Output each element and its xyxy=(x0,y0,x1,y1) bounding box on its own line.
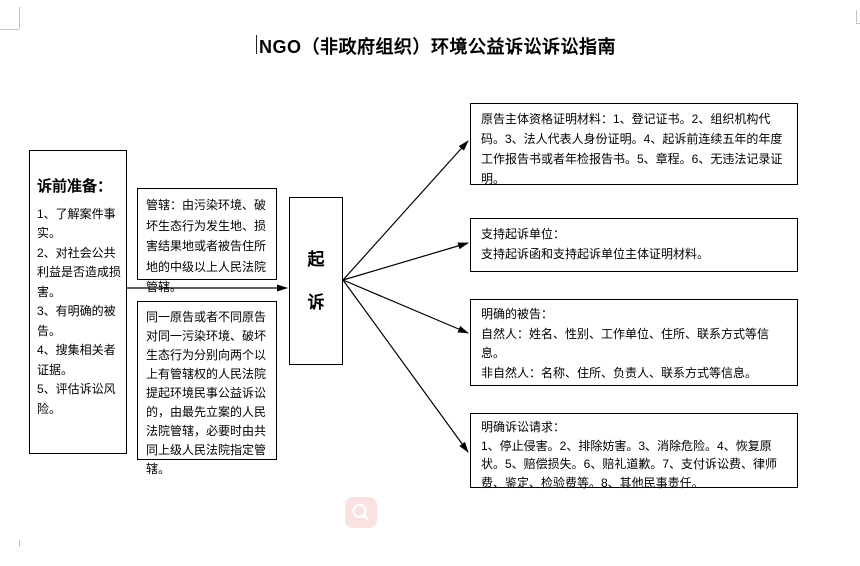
plaintiff-qualification-box[interactable]: 原告主体资格证明材料：1、登记证书。2、组织机构代码。3、法人代表人身份证明。4… xyxy=(470,103,798,186)
arrow-filing-to-defendant xyxy=(342,279,469,334)
document-title: NGO（非政府组织）环境公益诉讼诉讼指南 xyxy=(259,37,616,57)
filing-char-2: 诉 xyxy=(307,293,325,312)
pre-litigation-heading: 诉前准备： xyxy=(37,178,113,195)
margin-crop-mark-top-right-horizontal xyxy=(856,23,860,24)
jurisdiction-general-text: 管辖：由污染环境、破坏生态行为发生地、损害结果地或者被告住所地的中级以上人民法院… xyxy=(146,198,267,294)
magnifier-icon xyxy=(352,503,369,520)
magnifier-overlay-button[interactable] xyxy=(345,497,377,528)
support-unit-box[interactable]: 支持起诉单位： 支持起诉函和支持起诉单位主体证明材料。 xyxy=(470,218,798,272)
defendant-natural-person-text: 自然人：姓名、性别、工作单位、住所、联系方式等信息。 xyxy=(481,326,770,361)
pre-litigation-item: 3、有明确的被告。 xyxy=(37,304,116,338)
jurisdiction-general-box[interactable]: 管辖：由污染环境、破坏生态行为发生地、损害结果地或者被告住所地的中级以上人民法院… xyxy=(137,188,277,294)
defendant-box[interactable]: 明确的被告： 自然人：姓名、性别、工作单位、住所、联系方式等信息。 非自然人：名… xyxy=(470,299,798,386)
arrow-filing-to-plaintiff-qualification xyxy=(342,140,469,281)
claims-heading: 明确诉讼请求： xyxy=(481,420,566,434)
pre-litigation-item: 2、对社会公共利益是否造成损害。 xyxy=(37,245,122,299)
plaintiff-qualification-text: 原告主体资格证明材料：1、登记证书。2、组织机构代码。3、法人代表人身份证明。4… xyxy=(481,112,783,186)
defendant-heading: 明确的被告： xyxy=(481,307,554,321)
pre-litigation-item: 1、了解案件事实。 xyxy=(37,206,116,241)
claims-text: 1、停止侵害。2、排除妨害。3、消除危险。4、恢复原状。5、赔偿损失。6、赔礼道… xyxy=(481,438,778,490)
filing-char-1: 起 xyxy=(307,249,325,269)
filing-box[interactable]: 起 诉 xyxy=(289,197,343,365)
support-unit-heading: 支持起诉单位： xyxy=(481,227,566,241)
margin-crop-mark-bottom-left-vertical xyxy=(19,540,20,547)
pre-litigation-item: 5、评估诉讼风险。 xyxy=(37,382,116,416)
margin-crop-mark-top-left-horizontal xyxy=(0,29,19,30)
margin-crop-mark-top-right-vertical xyxy=(856,10,857,23)
arrow-filing-to-claims xyxy=(342,279,469,453)
jurisdiction-competition-box[interactable]: 同一原告或者不同原告对同一污染环境、破坏生态行为分别向两个以上有管辖权的人民法院… xyxy=(137,301,277,476)
jurisdiction-competition-text: 同一原告或者不同原告对同一污染环境、破坏生态行为分别向两个以上有管辖权的人民法院… xyxy=(146,310,267,476)
defendant-non-natural-person-text: 非自然人：名称、住所、负责人、联系方式等信息。 xyxy=(481,365,758,380)
margin-crop-mark-top-left-vertical xyxy=(19,7,20,29)
text-cursor xyxy=(256,35,257,54)
support-unit-text: 支持起诉函和支持起诉单位主体证明材料。 xyxy=(481,247,710,261)
pre-litigation-item: 4、搜集相关者证据。 xyxy=(37,343,116,377)
claims-box[interactable]: 明确诉讼请求： 1、停止侵害。2、排除妨害。3、消除危险。4、恢复原状。5、赔偿… xyxy=(470,413,798,490)
pre-litigation-box[interactable]: 诉前准备： 1、了解案件事实。 2、对社会公共利益是否造成损害。 3、有明确的被… xyxy=(29,150,127,454)
arrow-filing-to-support-unit xyxy=(342,242,469,281)
